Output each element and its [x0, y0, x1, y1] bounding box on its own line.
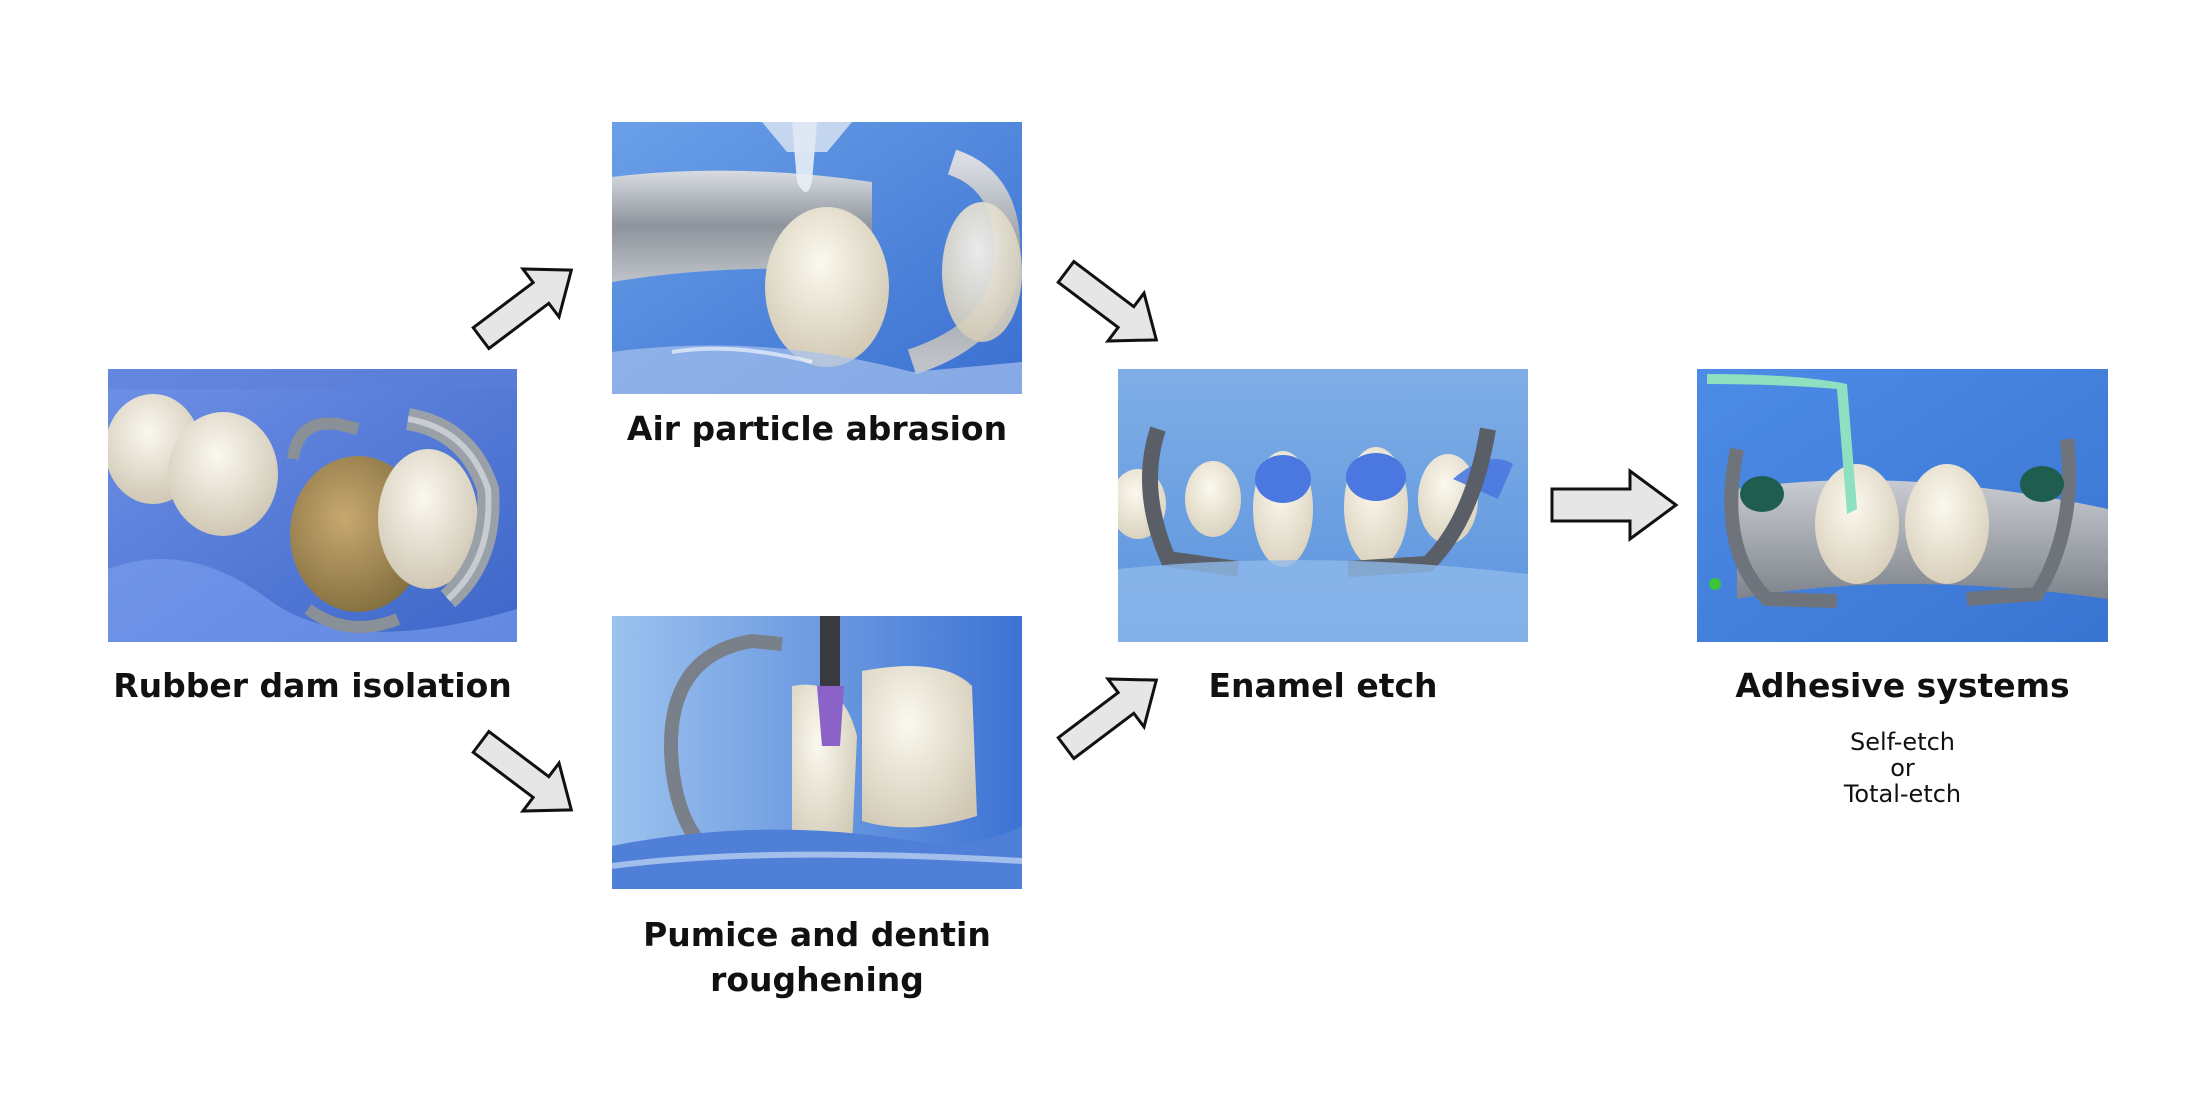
arrow-rubber-dam-to-pumice: [455, 720, 595, 830]
pumice-dentin-roughening-title: Pumice and dentin roughening: [612, 912, 1022, 1002]
pumice-title-line-1: Pumice and dentin: [612, 912, 1022, 957]
arrow-enamel-etch-to-adhesive: [1548, 465, 1683, 545]
pumice-dentin-roughening-photo: [612, 616, 1022, 889]
air-particle-abrasion-photo: [612, 122, 1022, 394]
adhesive-option-total-etch: Total-etch: [1697, 781, 2108, 807]
arrow-rubber-dam-to-air-abrasion: [455, 250, 595, 360]
rubber-dam-isolation-photo: [108, 369, 517, 642]
pumice-title-line-2: roughening: [612, 957, 1022, 1002]
adhesive-option-self-etch: Self-etch: [1697, 729, 2108, 755]
arrow-pumice-to-enamel-etch: [1040, 660, 1180, 770]
air-particle-abrasion-title: Air particle abrasion: [612, 406, 1022, 451]
adhesive-systems-title: Adhesive systems: [1697, 663, 2108, 708]
arrow-air-abrasion-to-enamel-etch: [1040, 250, 1180, 360]
adhesive-options: Self-etch or Total-etch: [1697, 729, 2108, 807]
rubber-dam-isolation-title: Rubber dam isolation: [108, 663, 517, 708]
enamel-etch-photo: [1118, 369, 1528, 642]
adhesive-systems-photo: [1697, 369, 2108, 642]
adhesive-option-or: or: [1697, 755, 2108, 781]
